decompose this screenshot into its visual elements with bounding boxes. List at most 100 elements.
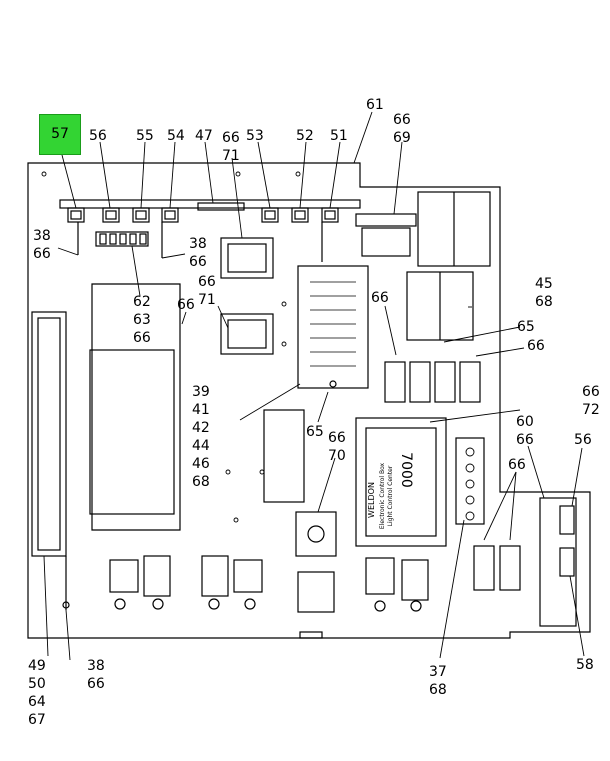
mounting-plate bbox=[91, 283, 181, 531]
callout-number: 53 bbox=[246, 128, 264, 144]
callout-number: 45 bbox=[535, 276, 553, 292]
callout-number: 61 bbox=[366, 97, 384, 113]
callout-number: 54 bbox=[167, 128, 185, 144]
panel-outline bbox=[27, 162, 591, 639]
control-box-brand: WELDON bbox=[367, 482, 376, 518]
terminal-block bbox=[455, 437, 485, 525]
callout-52: 52 bbox=[296, 127, 314, 145]
callout-53: 53 bbox=[246, 127, 264, 145]
side-bracket bbox=[539, 497, 577, 627]
callout-number: 56 bbox=[574, 432, 592, 448]
callout-number: 66 bbox=[33, 246, 51, 262]
callout-number: 66 bbox=[393, 112, 411, 128]
callout-number: 66 bbox=[516, 432, 534, 448]
callout-58: 58 bbox=[576, 656, 594, 674]
transformer-lower bbox=[220, 313, 274, 355]
callout-number: 71 bbox=[222, 148, 240, 164]
callout-number: 66 bbox=[328, 430, 346, 446]
callout-number: 70 bbox=[328, 448, 346, 464]
control-box bbox=[355, 417, 447, 547]
highlighted-callout-label: 57 bbox=[51, 126, 69, 142]
top-rail bbox=[59, 199, 361, 209]
callout-65-right: 65 bbox=[517, 318, 535, 336]
terminal-strip bbox=[95, 231, 149, 247]
callout-62-63-66: 62 63 66 bbox=[133, 293, 151, 347]
callout-51: 51 bbox=[330, 127, 348, 145]
callout-55: 55 bbox=[136, 127, 154, 145]
callout-54: 54 bbox=[167, 127, 185, 145]
callout-66-right: 66 bbox=[527, 337, 545, 355]
callout-number: 66 bbox=[508, 457, 526, 473]
leader-lines bbox=[43, 111, 585, 661]
callout-number: 46 bbox=[192, 456, 210, 472]
small-module bbox=[263, 409, 305, 503]
callout-number: 47 bbox=[195, 128, 213, 144]
callout-61: 61 bbox=[366, 96, 384, 114]
solenoid-valve bbox=[295, 511, 337, 557]
callout-number: 66 bbox=[198, 274, 216, 290]
callout-number: 68 bbox=[535, 294, 553, 310]
callout-number: 37 bbox=[429, 664, 447, 680]
callout-number: 38 bbox=[189, 236, 207, 252]
callout-number: 66 bbox=[87, 676, 105, 692]
callout-number: 66 bbox=[371, 290, 389, 306]
callout-56-right: 56 bbox=[574, 431, 592, 449]
control-box-line-1: Electronic Control Box bbox=[379, 462, 386, 529]
callout-number: 71 bbox=[198, 292, 216, 308]
callout-number: 49 bbox=[28, 658, 46, 674]
callout-number: 39 bbox=[192, 384, 210, 400]
callout-number: 63 bbox=[133, 312, 151, 328]
callout-number: 38 bbox=[87, 658, 105, 674]
mounting-holes bbox=[41, 171, 301, 523]
callout-65-center: 65 bbox=[306, 423, 324, 441]
callout-47: 47 bbox=[195, 127, 213, 145]
relay bbox=[361, 227, 411, 257]
callout-number: 69 bbox=[393, 130, 411, 146]
callout-number: 66 bbox=[222, 130, 240, 146]
callout-number: 68 bbox=[192, 474, 210, 490]
callout-number: 67 bbox=[28, 712, 46, 728]
callout-number: 42 bbox=[192, 420, 210, 436]
callout-number: 66 bbox=[527, 338, 545, 354]
callout-number: 55 bbox=[136, 128, 154, 144]
callout-number: 66 bbox=[133, 330, 151, 346]
callout-number: 64 bbox=[28, 694, 46, 710]
highlighted-callout-57: 57 bbox=[39, 114, 81, 155]
callout-number: 41 bbox=[192, 402, 210, 418]
callout-number: 51 bbox=[330, 128, 348, 144]
callout-number: 50 bbox=[28, 676, 46, 692]
callout-66-plate: 66 bbox=[177, 296, 195, 314]
callout-number: 65 bbox=[306, 424, 324, 440]
callout-number: 56 bbox=[89, 128, 107, 144]
control-box-line-2: Light Control Center bbox=[387, 465, 394, 526]
callout-number: 60 bbox=[516, 414, 534, 430]
callout-66-lamps: 66 bbox=[508, 456, 526, 474]
main-fuse-block bbox=[297, 265, 369, 389]
control-box-model: 7000 bbox=[398, 452, 414, 488]
valve-row bbox=[109, 555, 429, 612]
panel-bottom-tab bbox=[299, 631, 323, 639]
callout-number: 52 bbox=[296, 128, 314, 144]
callout-number: 38 bbox=[33, 228, 51, 244]
callout-number: 62 bbox=[133, 294, 151, 310]
callout-number: 66 bbox=[177, 297, 195, 313]
callout-56-top: 56 bbox=[89, 127, 107, 145]
callout-number: 72 bbox=[582, 402, 600, 418]
callout-number: 66 bbox=[189, 254, 207, 270]
callout-66-sockets: 66 bbox=[371, 289, 389, 307]
callout-49-50-64-67: 49 50 64 67 bbox=[28, 657, 46, 729]
side-module bbox=[31, 311, 67, 557]
